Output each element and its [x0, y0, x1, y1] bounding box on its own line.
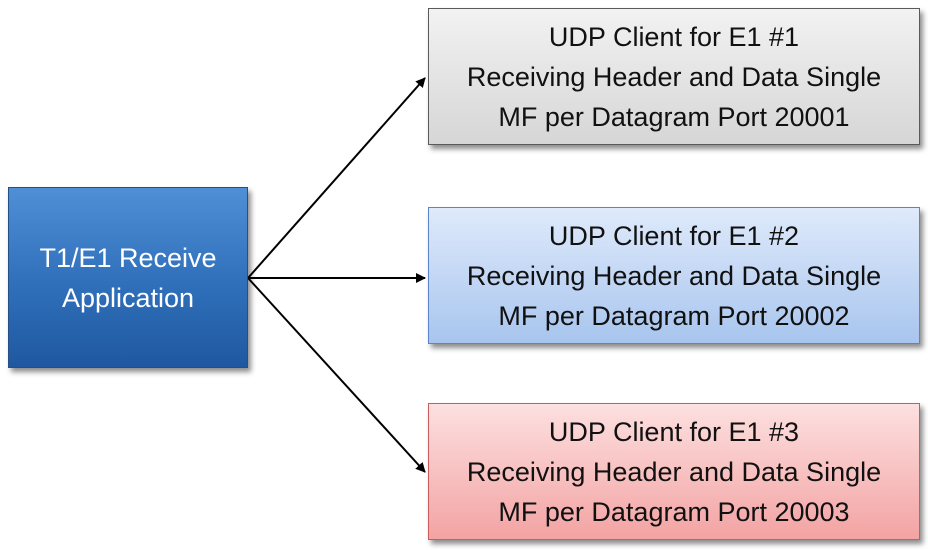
udp-client-e1-2-label: UDP Client for E1 #2 Receiving Header an… — [467, 216, 881, 336]
label-line: MF per Datagram Port 20003 — [498, 496, 850, 527]
label-line: UDP Client for E1 #2 — [548, 220, 800, 251]
receive-application-label: T1/E1 Receive Application — [39, 238, 216, 318]
udp-client-e1-3-node: UDP Client for E1 #3 Receiving Header an… — [428, 403, 920, 540]
arrow-to-client-3 — [247, 277, 426, 473]
label-line: T1/E1 Receive — [39, 242, 217, 273]
label-line: Receiving Header and Data Single — [466, 456, 882, 487]
label-line: MF per Datagram Port 20001 — [498, 101, 850, 132]
udp-client-e1-3-label: UDP Client for E1 #3 Receiving Header an… — [467, 412, 881, 532]
label-line: UDP Client for E1 #1 — [548, 21, 800, 52]
label-line: Application — [61, 282, 195, 313]
label-line: UDP Client for E1 #3 — [548, 416, 800, 447]
label-line: Receiving Header and Data Single — [466, 260, 882, 291]
receive-application-node: T1/E1 Receive Application — [8, 187, 248, 368]
label-line: MF per Datagram Port 20002 — [498, 300, 850, 331]
udp-client-e1-1-node: UDP Client for E1 #1 Receiving Header an… — [428, 8, 920, 145]
udp-client-e1-1-label: UDP Client for E1 #1 Receiving Header an… — [467, 17, 881, 137]
arrow-to-client-1 — [247, 77, 426, 279]
udp-client-e1-2-node: UDP Client for E1 #2 Receiving Header an… — [428, 207, 920, 344]
label-line: Receiving Header and Data Single — [466, 61, 882, 92]
